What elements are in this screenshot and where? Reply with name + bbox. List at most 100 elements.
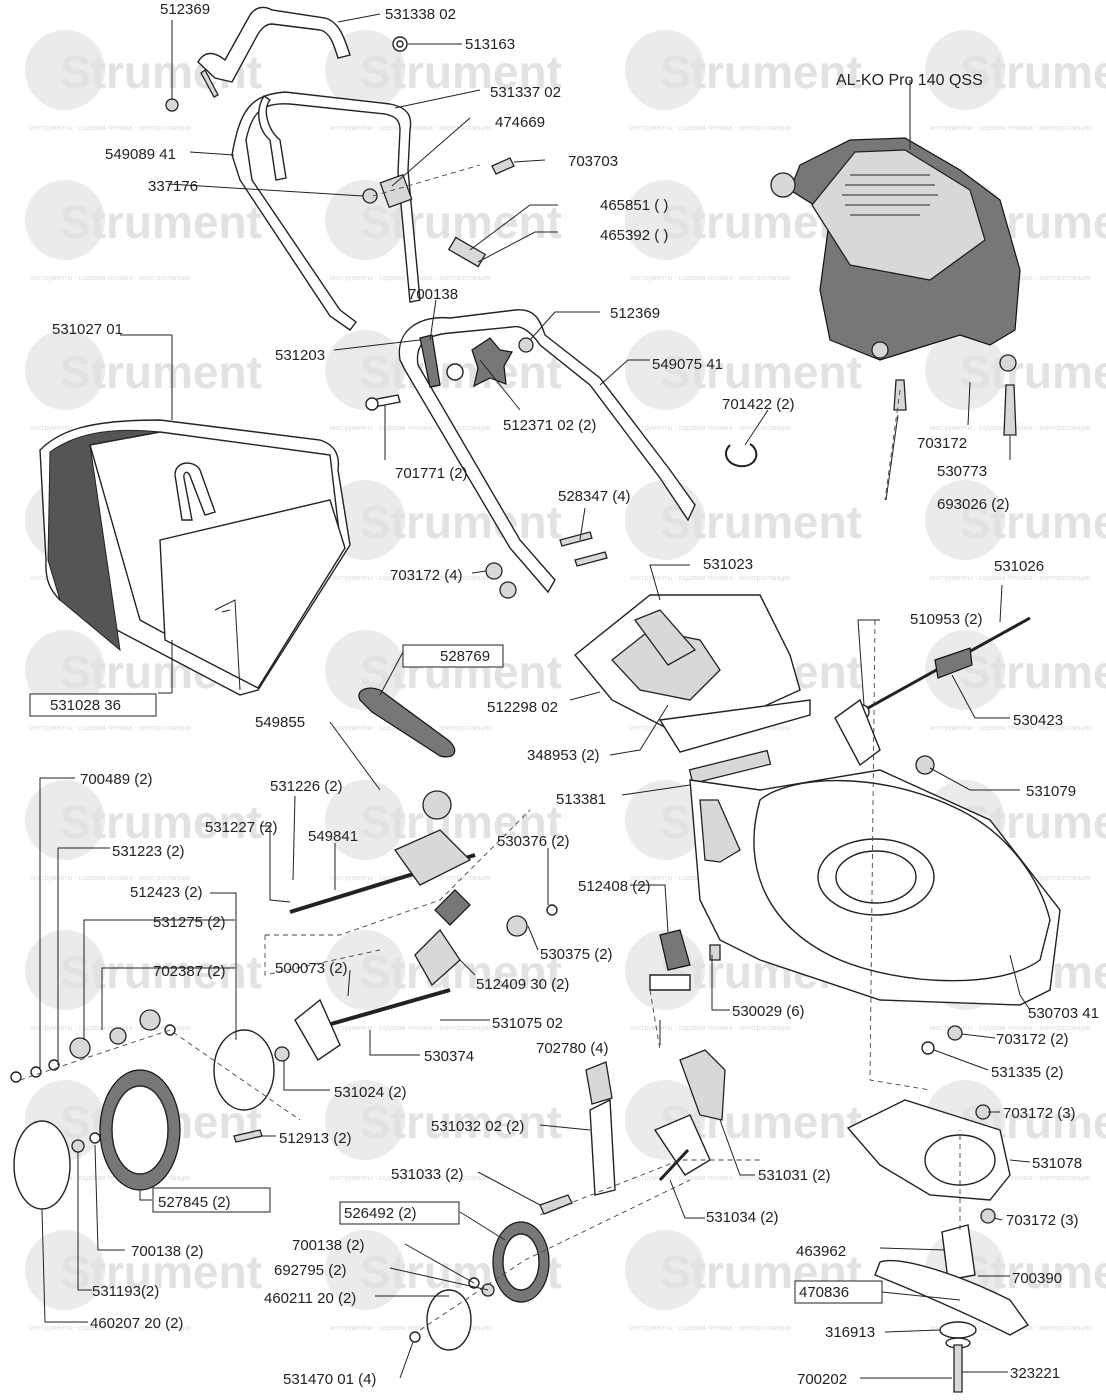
watermark-tagline: инструменты - садовая техника - электрос… — [330, 875, 491, 882]
watermark-tagline: инструменты - садовая техника - электрос… — [930, 1175, 1091, 1182]
nut-703172-b1 — [975, 1104, 991, 1120]
screw-528347-a — [559, 531, 593, 547]
side-bracket — [834, 698, 881, 767]
part-label: 703172 (3) — [1006, 1212, 1079, 1229]
watermark-brand: Strument — [360, 796, 562, 848]
watermark-tagline: инструменты - садовая техника - электрос… — [630, 1025, 791, 1032]
watermark-brand: Strument — [60, 346, 262, 398]
part-label: 531078 — [1032, 1155, 1082, 1172]
upper-handle-frame — [231, 91, 421, 331]
gear-530375 — [506, 915, 528, 937]
watermark-logo-icon — [325, 930, 405, 1010]
watermark-tagline: инструменты - садовая техника - электрос… — [330, 425, 491, 432]
watermark-tagline: инструменты - садовая техника - электрос… — [30, 125, 191, 132]
part-label: 531335 (2) — [991, 1064, 1064, 1081]
part-label: 702387 (2) — [153, 963, 226, 980]
part-label: 510953 (2) — [910, 611, 983, 628]
part-label: 531079 — [1026, 783, 1076, 800]
part-label: 530375 (2) — [540, 946, 613, 963]
watermark-brand: Strument — [360, 946, 562, 998]
bushing-702387 — [109, 1027, 127, 1045]
watermark-brand: Strument — [960, 496, 1106, 548]
spring-530423 — [934, 647, 973, 679]
pulley — [422, 790, 452, 820]
drive-belt-528769 — [358, 687, 456, 758]
washer-700489-a — [10, 1071, 22, 1083]
clip-701422 — [725, 443, 758, 468]
part-label: 549841 — [308, 828, 358, 845]
part-label: 531034 (2) — [706, 1209, 779, 1226]
adjuster-531031 — [679, 1049, 726, 1121]
part-label: 703172 (2) — [996, 1031, 1069, 1048]
watermark-logo-icon — [625, 780, 705, 860]
watermark-logo-icon — [925, 330, 1005, 410]
watermark-tagline: инструменты - садовая техника - электрос… — [630, 575, 791, 582]
nut-703172-engine — [999, 354, 1017, 372]
bracket-513381 — [688, 749, 772, 785]
part-label: 703172 (4) — [390, 567, 463, 584]
washer-531079 — [915, 755, 935, 775]
part-label: 470836 — [799, 1284, 849, 1301]
parts-drawing — [10, 6, 1061, 1393]
filter-463962 — [941, 1224, 976, 1281]
watermark-brand: Strument — [360, 46, 562, 98]
watermark-logo-icon — [925, 630, 1005, 710]
part-label: 700202 — [797, 1371, 847, 1388]
part-label: 337176 — [148, 178, 198, 195]
watermark-brand: Strument — [60, 796, 262, 848]
watermark-tagline: инструменты - садовая техника - электрос… — [630, 425, 791, 432]
nut-512369-top — [165, 98, 179, 112]
part-label: 513381 — [556, 791, 606, 808]
watermark-logo-icon — [625, 180, 705, 260]
label-boxes — [29, 644, 883, 1304]
watermark-brand: Strument — [960, 646, 1106, 698]
washer-530376 — [546, 904, 558, 916]
cap-702780 — [585, 1061, 613, 1105]
part-label: 531026 — [994, 558, 1044, 575]
part-label: 530423 — [1013, 712, 1063, 729]
top-handle — [197, 6, 351, 83]
watermark-logo-icon — [325, 1080, 405, 1160]
watermark-tagline: инструменты - садовая техника - электрос… — [630, 1325, 791, 1332]
watermark-tagline: инструменты - садовая техника - электрос… — [30, 275, 191, 282]
watermark-brand: Strument — [360, 496, 562, 548]
part-label: 531028 36 — [50, 697, 121, 714]
part-label: 460207 20 (2) — [90, 1315, 183, 1332]
hubcap-512423 — [213, 1029, 275, 1111]
watermark-brand: Strument — [360, 1096, 562, 1148]
engine-model-title: AL-KO Pro 140 QSS — [836, 72, 983, 89]
part-label: 700390 — [1012, 1270, 1062, 1287]
part-label: 693026 (2) — [937, 496, 1010, 513]
part-label: 531275 (2) — [153, 914, 226, 931]
plate-512298 — [658, 699, 811, 753]
watermark-tagline: инструменты - садовая техника - электрос… — [930, 725, 1091, 732]
part-label: 512913 (2) — [279, 1130, 352, 1147]
part-label: 700489 (2) — [80, 771, 153, 788]
washer-700489-b — [30, 1066, 42, 1078]
watermark-tagline: инструменты - садовая техника - электрос… — [630, 125, 791, 132]
spring-clip-512408 — [659, 929, 691, 971]
part-label: 530029 (6) — [732, 1003, 805, 1020]
nut-703172-b2 — [980, 1208, 996, 1224]
part-label: 531075 02 — [492, 1015, 563, 1032]
part-label: 700138 — [408, 286, 458, 303]
part-label: 692795 (2) — [274, 1262, 347, 1279]
gear-531275 — [69, 1037, 91, 1059]
watermark-logo-icon — [925, 30, 1005, 110]
watermark-logo-icon — [325, 330, 405, 410]
hub-gear — [139, 1009, 161, 1031]
part-label: 530376 (2) — [497, 833, 570, 850]
part-label: 531024 (2) — [334, 1084, 407, 1101]
bushing-531024 — [274, 1046, 290, 1062]
watermark-tagline: инструменты - садовая техника - электрос… — [630, 1175, 791, 1182]
leader-lines — [39, 13, 1031, 1379]
assembly-lines — [19, 164, 961, 1331]
part-label: 530374 — [424, 1048, 474, 1065]
part-label: 700138 (2) — [292, 1237, 365, 1254]
part-label: 512423 (2) — [130, 884, 203, 901]
part-label: 702780 (4) — [536, 1040, 609, 1057]
engine-al-ko-pro-140-qss — [770, 137, 1021, 361]
